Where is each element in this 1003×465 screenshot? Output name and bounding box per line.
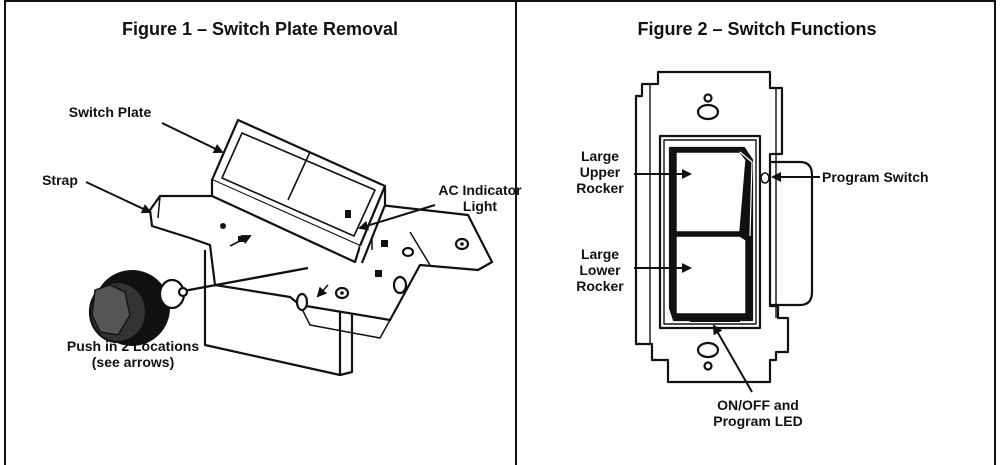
- ac-indicator-label: AC Indicator Light: [430, 182, 530, 214]
- strap-label: Strap: [30, 172, 90, 188]
- switch-functions-drawing: [634, 70, 814, 384]
- figure2-title: Figure 2 – Switch Functions: [637, 19, 877, 39]
- program-switch-label: Program Switch: [822, 169, 972, 185]
- switch-plate-leader: [161, 122, 224, 154]
- push-line1: Push in 2 Locations: [66, 338, 200, 354]
- upper-rocker-label: Large Upper Rocker: [560, 148, 640, 196]
- led-line1: ON/OFF and: [717, 397, 799, 413]
- panel-divider: [515, 0, 517, 465]
- led-leader: [713, 324, 753, 393]
- ac-indicator-line1: AC Indicator: [438, 182, 522, 198]
- screwdriver: [88, 266, 309, 346]
- upper-line1: Large: [580, 148, 620, 164]
- lower-line3: Rocker: [576, 278, 624, 294]
- switch-plate-label: Switch Plate: [50, 104, 170, 120]
- ac-indicator-line2: Light: [462, 198, 498, 214]
- led-line2: Program LED: [713, 413, 803, 429]
- led-label: ON/OFF and Program LED: [693, 397, 823, 429]
- figure2-leaders: [634, 169, 820, 393]
- upper-line2: Upper: [579, 164, 621, 180]
- push-locations-label: Push in 2 Locations (see arrows): [48, 338, 218, 370]
- strap-leader: [85, 181, 152, 214]
- lower-line2: Lower: [579, 262, 621, 278]
- figure1-title: Figure 1 – Switch Plate Removal: [121, 19, 399, 39]
- figure-frame: [4, 0, 996, 465]
- lower-rocker-label: Large Lower Rocker: [560, 246, 640, 294]
- program-switch-text: Program Switch: [822, 169, 929, 185]
- switch-plate-removal-drawing: [88, 118, 494, 377]
- ac-indicator-leader: [358, 204, 436, 231]
- lower-line1: Large: [580, 246, 620, 262]
- figure1-leaders: [85, 122, 436, 231]
- upper-line3: Rocker: [576, 180, 624, 196]
- strap-text: Strap: [42, 172, 78, 188]
- push-line2: (see arrows): [91, 354, 175, 370]
- switch-plate-text: Switch Plate: [68, 104, 152, 120]
